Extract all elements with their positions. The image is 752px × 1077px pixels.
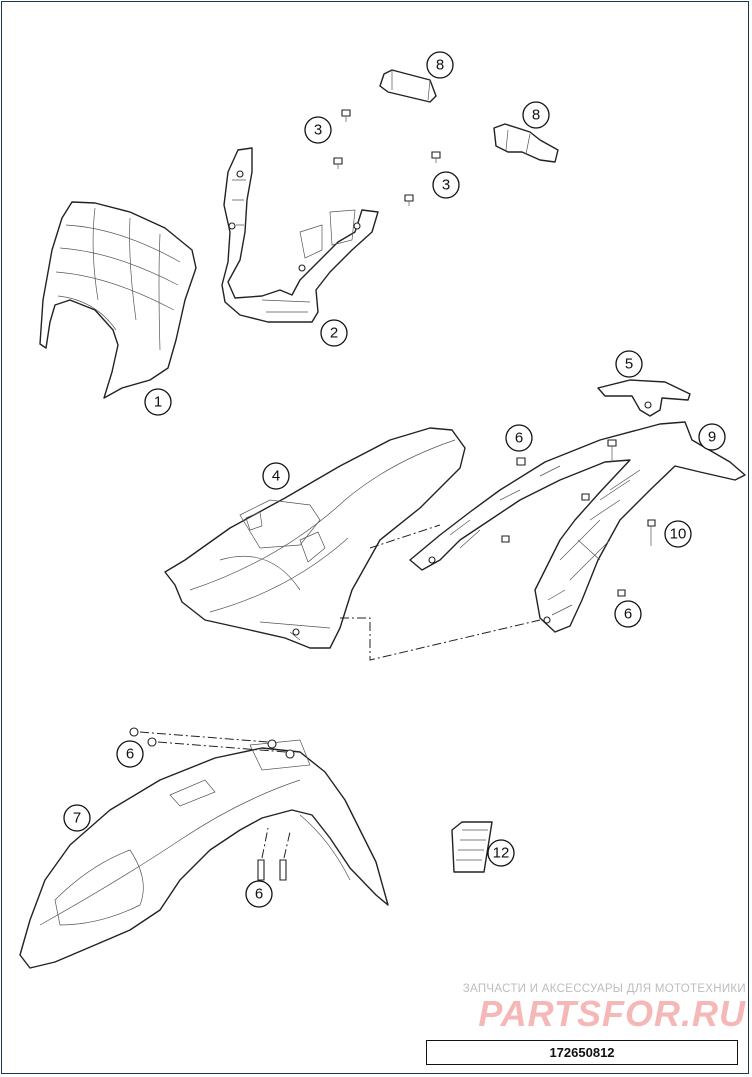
callout-6b-label: 6 <box>624 606 632 623</box>
callout-10: 10 <box>664 520 692 548</box>
callout-4-label: 4 <box>272 468 280 485</box>
callout-3b: 3 <box>432 171 460 199</box>
drawing-code: 172650812 <box>549 1045 615 1060</box>
callout-3a-label: 3 <box>314 122 322 139</box>
callout-5: 5 <box>615 350 643 378</box>
watermark-caption: ЗАПЧАСТИ И АКСЕССУАРЫ ДЛЯ МОТОТЕХНИКИ <box>462 983 746 995</box>
callout-7-label: 7 <box>73 810 81 827</box>
callout-6d-label: 6 <box>255 886 263 903</box>
callout-1-label: 1 <box>154 394 162 411</box>
callout-6b: 6 <box>614 600 642 628</box>
callout-1: 1 <box>144 388 172 416</box>
part-4-rear-cover[interactable] <box>164 427 466 649</box>
part-3-bolts[interactable] <box>333 109 441 206</box>
part-6-bolts-subframe[interactable] <box>501 439 626 597</box>
callout-6c: 6 <box>116 740 144 768</box>
callout-12: 12 <box>487 839 515 867</box>
callout-9: 9 <box>698 423 726 451</box>
callout-4: 4 <box>262 462 290 490</box>
part-7-front-fender[interactable] <box>19 739 389 969</box>
callout-12-label: 12 <box>493 845 510 862</box>
callout-9-label: 9 <box>708 429 716 446</box>
callout-2: 2 <box>320 319 348 347</box>
part-2-headlight-bracket[interactable] <box>221 147 379 323</box>
callout-3a: 3 <box>304 116 332 144</box>
callout-8a-label: 8 <box>436 57 444 74</box>
callout-5-label: 5 <box>625 356 633 373</box>
part-8-clamps[interactable] <box>379 69 559 163</box>
part-9-subframe[interactable] <box>409 421 746 633</box>
callout-3b-label: 3 <box>442 177 450 194</box>
callout-8b: 8 <box>522 101 550 129</box>
callout-6a: 6 <box>505 424 533 452</box>
callout-6d: 6 <box>245 880 273 908</box>
part-1-headlight-mask[interactable] <box>39 201 197 399</box>
callout-8b-label: 8 <box>532 107 540 124</box>
watermark-brand: PARTSFOR.RU <box>478 993 746 1034</box>
callout-8a: 8 <box>426 51 454 79</box>
leader-lines <box>340 524 541 661</box>
drawing-code-box: 172650812 <box>426 1040 738 1065</box>
callout-10-label: 10 <box>670 526 687 543</box>
callout-7: 7 <box>63 804 91 832</box>
part-12-reflector[interactable] <box>451 821 493 873</box>
part-5-bracket[interactable] <box>597 379 691 417</box>
part-10-bolt[interactable] <box>647 519 656 546</box>
callout-6c-label: 6 <box>126 746 134 763</box>
callout-2-label: 2 <box>330 325 338 342</box>
callout-6a-label: 6 <box>515 430 523 447</box>
part-6-bolts-fender[interactable] <box>129 727 291 881</box>
